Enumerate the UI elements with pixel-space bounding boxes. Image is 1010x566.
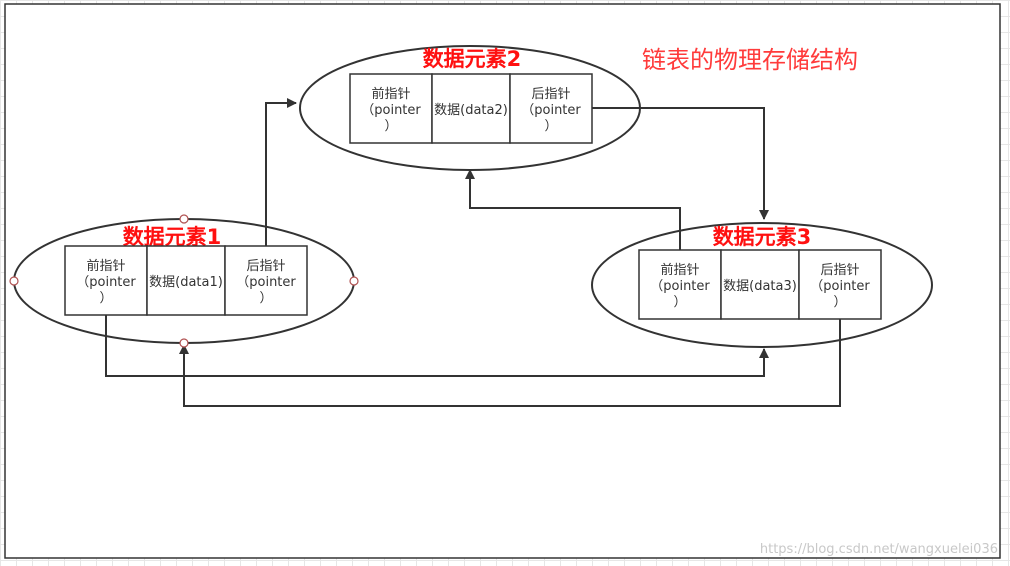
node-3-data-cell[interactable] <box>720 249 800 320</box>
node-1[interactable]: 数据元素1 前指针 （pointer ） 数据(data1) 后指针 （poin… <box>13 218 355 344</box>
node-1-selection-handles[interactable] <box>9 214 359 348</box>
node-2-title: 数据元素2 <box>423 47 522 71</box>
node-3-next-paren: ） <box>833 295 846 310</box>
node-2-data-cell[interactable] <box>431 73 511 144</box>
node-3-prev-paren: ） <box>673 295 686 310</box>
node-1-prev-pointer-text: （pointer <box>76 275 136 290</box>
node-3-title: 数据元素3 <box>713 225 812 249</box>
handle-right[interactable] <box>349 276 359 286</box>
node-2-prev-pointer-text: （pointer <box>361 103 421 118</box>
node-2-next-label: 后指针 <box>531 87 570 102</box>
node-3-next-pointer-text: （pointer <box>810 279 870 294</box>
node-2-next-pointer-cell[interactable] <box>509 73 593 144</box>
node-2-prev-paren: ） <box>384 119 397 134</box>
node-3[interactable]: 数据元素3 前指针 （pointer ） 数据(data3) 后指针 （poin… <box>591 222 933 348</box>
node-1-next-label: 后指针 <box>246 259 285 274</box>
node-2-prev-label: 前指针 <box>371 86 410 102</box>
node-1-prev-label: 前指针 <box>86 258 125 274</box>
watermark: https://blog.csdn.net/wangxuelei036 <box>760 542 998 557</box>
arrow-node2-next-to-node3[interactable] <box>592 107 769 220</box>
arrow-node3-next-to-node1[interactable] <box>179 319 841 407</box>
node-1-title: 数据元素1 <box>123 225 222 249</box>
node-3-prev-label: 前指针 <box>660 262 699 278</box>
node-2[interactable]: 数据元素2 前指针 （pointer ） 数据(data2) 后指针 （poin… <box>299 45 641 171</box>
node-1-prev-paren: ） <box>99 291 112 306</box>
arrow-node3-prev-to-node2[interactable] <box>465 169 681 250</box>
node-2-prev-pointer-cell[interactable] <box>349 73 433 144</box>
node-2-next-paren: ） <box>544 119 557 134</box>
node-1-next-paren: ） <box>259 291 272 306</box>
arrow-node1-prev-to-node3[interactable] <box>105 315 769 377</box>
node-1-next-pointer-text: （pointer <box>236 275 296 290</box>
node-1-data-label: 数据(data1) <box>149 275 223 290</box>
arrow-node1-next-to-node2[interactable] <box>265 98 297 246</box>
node-2-data-label: 数据(data2) <box>434 103 508 118</box>
node-3-next-label: 后指针 <box>820 263 859 278</box>
diagram-caption: 链表的物理存储结构 <box>642 46 858 74</box>
handle-top[interactable] <box>179 214 189 224</box>
handle-left[interactable] <box>9 276 19 286</box>
handle-bottom[interactable] <box>179 338 189 348</box>
node-3-next-pointer-cell[interactable] <box>798 249 882 320</box>
node-2-next-pointer-text: （pointer <box>521 103 581 118</box>
node-3-prev-pointer-text: （pointer <box>650 279 710 294</box>
node-3-data-label: 数据(data3) <box>723 279 797 294</box>
